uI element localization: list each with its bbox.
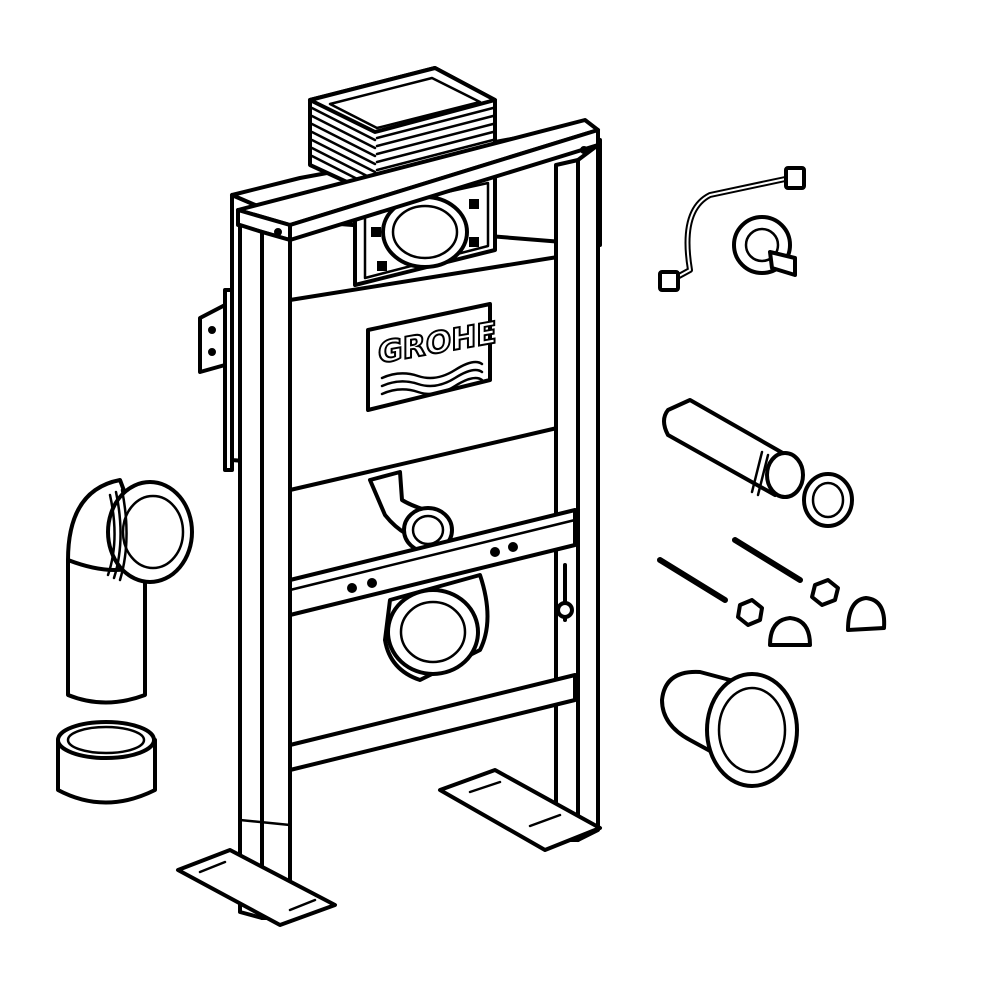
drain-elbow-pipe — [66, 478, 194, 705]
angle-valve — [732, 215, 797, 277]
bottom-flush-outlet — [383, 573, 490, 682]
threaded-rods — [657, 537, 803, 603]
frame-crossbar-lower — [288, 673, 577, 772]
nuts-and-caps — [736, 578, 887, 647]
drain-cap — [56, 720, 157, 805]
flush-connector-sleeve — [660, 669, 799, 788]
frame-right-post — [554, 143, 600, 842]
frame-left-post — [238, 223, 292, 920]
wall-bracket-left — [198, 303, 227, 374]
side-adjustment-rod — [556, 563, 574, 622]
internal-flush-bend — [368, 470, 454, 554]
logo-plate: GROHE — [366, 302, 498, 412]
foot-left — [176, 848, 337, 927]
seal-ring — [802, 472, 854, 528]
connection-pipe — [662, 398, 805, 499]
supply-hose — [658, 166, 806, 292]
foot-right — [438, 768, 602, 852]
